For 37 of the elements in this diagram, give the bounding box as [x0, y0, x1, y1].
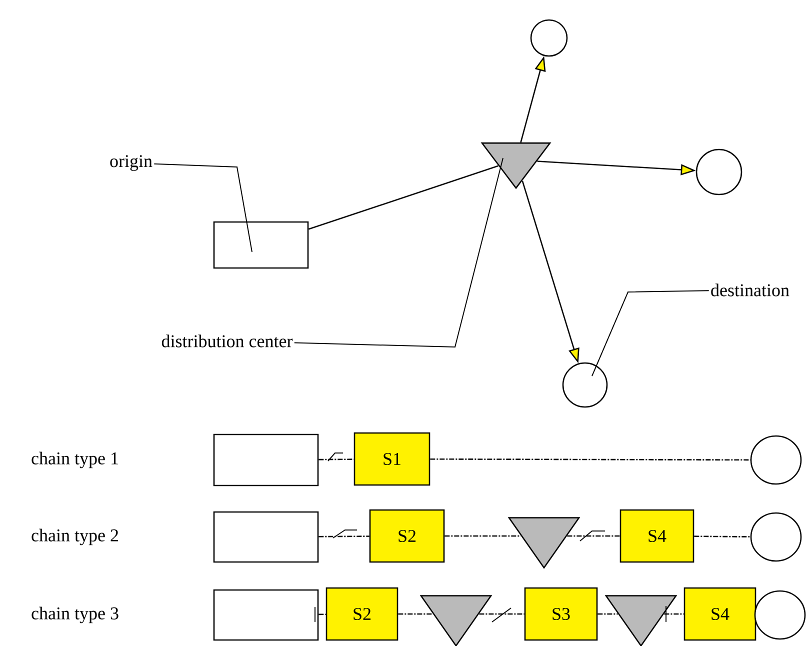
step-box: S3 — [524, 587, 598, 641]
destination-circle — [562, 362, 608, 408]
connector-line — [318, 536, 370, 538]
origin-box — [213, 511, 319, 563]
leader-line — [592, 290, 710, 376]
connector-line — [308, 165, 498, 230]
connector-line — [664, 613, 684, 615]
origin-box — [213, 434, 319, 486]
connector-line — [430, 458, 750, 461]
leader-line — [294, 158, 504, 348]
step-box: S2 — [326, 587, 398, 641]
destination-circle — [750, 435, 802, 485]
leader-line — [154, 163, 252, 252]
label-text: distribution center — [162, 334, 293, 348]
row-label: chain type 3 — [32, 606, 118, 624]
step-box: S1 — [354, 432, 430, 486]
step-box: S4 — [684, 587, 756, 641]
connector-line — [694, 536, 750, 538]
connector-line — [318, 458, 354, 460]
label-text: origin — [110, 155, 152, 171]
connector-line — [567, 535, 620, 537]
destination-circle — [530, 19, 568, 57]
step-box: S4 — [620, 509, 694, 563]
connector-line — [398, 613, 433, 615]
connector-line — [598, 613, 618, 615]
connector-line — [444, 535, 521, 537]
step-box: S2 — [369, 509, 445, 563]
destination-circle — [750, 512, 802, 562]
destination-circle — [696, 148, 742, 196]
destination-circle — [754, 590, 806, 640]
label-text: destination — [711, 284, 790, 296]
origin-box — [213, 221, 309, 269]
origin-box — [213, 589, 319, 641]
connector-line — [318, 614, 326, 616]
row-label: chain type 2 — [32, 528, 118, 546]
connector-line — [479, 613, 524, 615]
row-label: chain type 1 — [32, 452, 118, 468]
